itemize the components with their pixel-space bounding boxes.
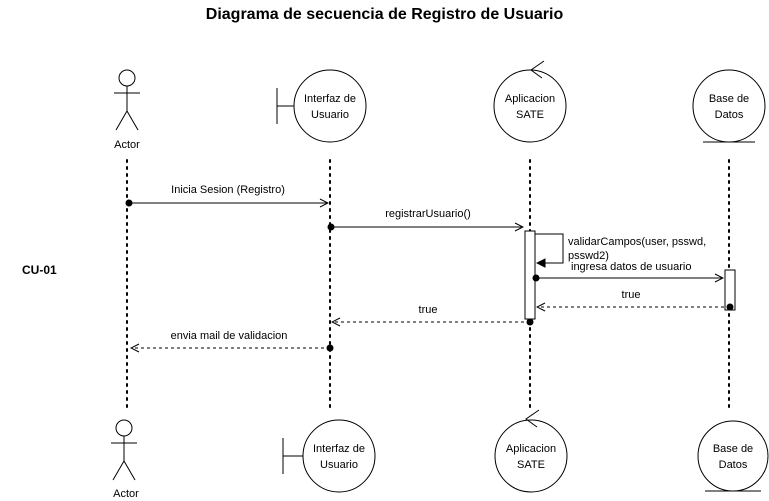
message-label-return-true-app: true xyxy=(419,304,438,316)
control-icon-top xyxy=(493,60,567,143)
interfaz-label-line1-top: Interfaz de xyxy=(304,93,356,105)
message-label-validar-campos-line2: psswd2) xyxy=(568,250,609,262)
activation-aplicacion xyxy=(524,230,536,320)
control-icon-bottom xyxy=(494,409,568,493)
basedatos-label-line1-top: Base de xyxy=(709,93,749,105)
entity-icon-bottom xyxy=(697,420,769,492)
message-start-dot xyxy=(532,274,540,282)
basedatos-label-line1-bottom: Base de xyxy=(713,443,753,455)
actor-icon-top xyxy=(114,69,140,131)
basedatos-label-line2-bottom: Datos xyxy=(719,459,748,471)
message-start-dot xyxy=(125,199,133,207)
diagram-title: Diagrama de secuencia de Registro de Usu… xyxy=(205,6,564,23)
message-start-dot xyxy=(327,223,335,231)
aplicacion-label-line2-top: SATE xyxy=(516,109,544,121)
actor-label-top: Actor xyxy=(114,139,140,151)
message-arrow-validar-campos xyxy=(535,233,564,263)
message-start-dot xyxy=(326,344,334,352)
message-label-envia-mail: envia mail de validacion xyxy=(171,330,288,342)
use-case-label: CU-01 xyxy=(22,263,57,277)
boundary-icon-bottom xyxy=(282,419,376,493)
message-label-inicia-sesion: Inicia Sesion (Registro) xyxy=(171,184,285,196)
message-label-return-true-db: true xyxy=(622,289,641,301)
actor-label-bottom: Actor xyxy=(113,488,139,500)
message-start-dot xyxy=(526,318,534,326)
message-label-ingresa-datos: ingresa datos de usuario xyxy=(571,261,691,273)
aplicacion-label-line2-bottom: SATE xyxy=(517,459,545,471)
message-label-validar-campos-line1: validarCampos(user, psswd, xyxy=(568,236,706,248)
interfaz-label-line2-top: Usuario xyxy=(311,109,349,121)
interfaz-label-line1-bottom: Interfaz de xyxy=(313,443,365,455)
entity-icon-top xyxy=(692,69,766,143)
boundary-icon-top xyxy=(276,69,367,143)
basedatos-label-line2-top: Datos xyxy=(715,109,744,121)
actor-icon-bottom xyxy=(111,419,137,481)
message-label-registrar-usuario: registrarUsuario() xyxy=(385,208,471,220)
interfaz-label-line2-bottom: Usuario xyxy=(320,459,358,471)
aplicacion-label-line1-bottom: Aplicacion xyxy=(506,443,556,455)
message-start-dot xyxy=(726,303,734,311)
aplicacion-label-line1-top: Aplicacion xyxy=(505,93,555,105)
